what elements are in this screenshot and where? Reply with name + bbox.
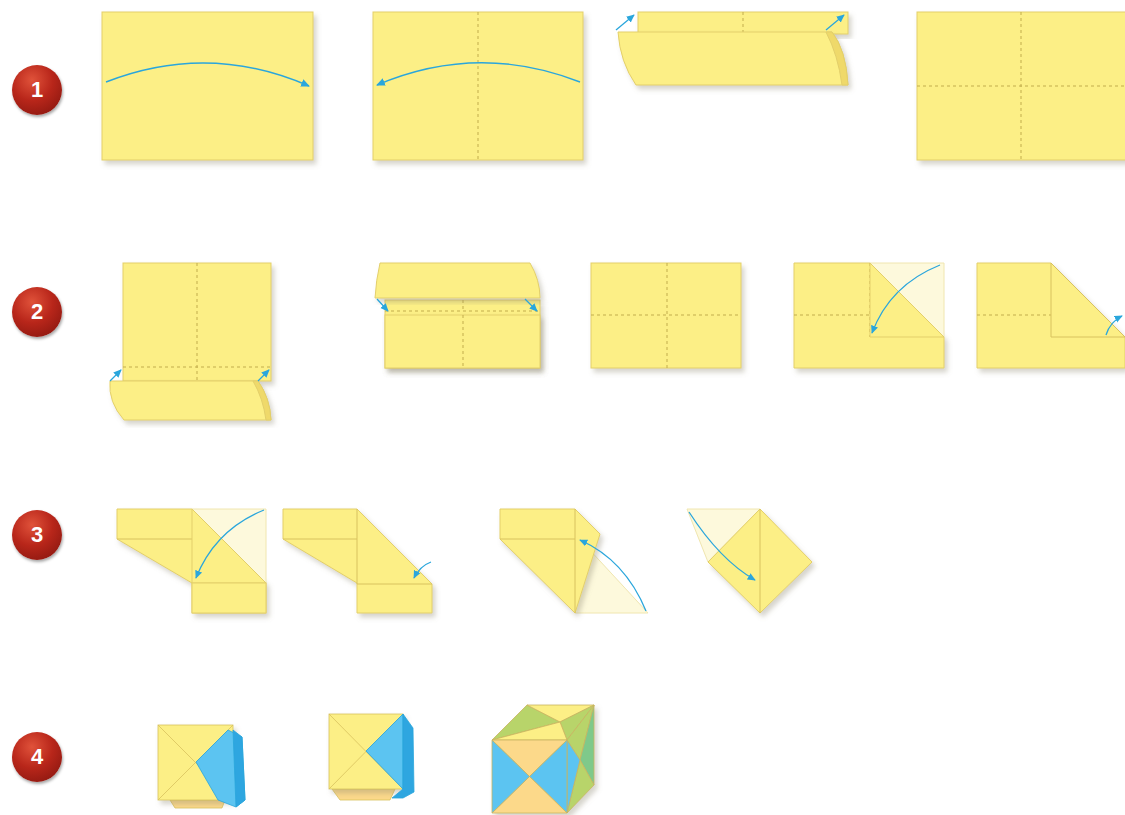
cube-assembly-part [329,714,403,789]
folded-sheet-part [258,370,269,381]
creased-sheet-part [917,12,1125,160]
step-number: 2 [31,301,43,323]
diagonal-fold-part [117,539,192,540]
diamond-fold-part [708,509,812,613]
diagonal-fold-part [500,509,600,613]
cube-assembly-part [196,730,245,807]
step-number-badge: 3 [12,510,62,560]
folded-sheet [375,263,540,368]
folded-sheet-part [385,311,540,312]
corner-fold [977,263,1125,368]
creased-rectangle-part [591,315,741,316]
diagonal-fold-part [117,509,266,613]
cube-assembly-part [233,730,245,807]
finished-cube-part [492,740,530,813]
creased-rectangle [591,263,741,368]
corner-fold-part [977,263,1125,368]
folded-sheet-part [385,315,540,368]
diagonal-fold-part [500,539,575,540]
folded-strip-part [826,15,844,30]
paper-sheet-part [106,63,309,86]
cube-assembly-part [329,714,403,789]
folded-sheet-part [377,299,388,311]
creased-sheet [917,12,1125,160]
cube-assembly [158,725,245,808]
corner-fold-part [1051,263,1125,337]
folded-strip-part [638,12,848,34]
folded-strip [616,12,848,85]
diamond-fold [687,509,812,613]
folded-sheet-part [110,381,271,420]
folded-strip-part [743,12,744,32]
diagonal-fold-part [357,584,432,585]
diagonal-fold-part [580,540,646,611]
step-number: 1 [31,79,43,101]
diagonal-fold-part [192,583,266,613]
cube-assembly-part [170,800,225,808]
corner-fold-part [794,315,870,316]
step-number-badge: 1 [12,65,62,115]
folded-strip-part [616,15,634,30]
corner-fold-part [794,263,944,368]
folded-sheet-part [110,370,121,381]
folded-sheet-part [197,263,198,381]
diagonal-fold-part [283,539,357,540]
diamond-fold-part [760,509,761,613]
folded-sheet [110,263,271,420]
diagonal-fold-part [192,509,266,583]
step-number-badge: 2 [12,287,62,337]
folded-sheet-part [463,315,464,368]
diagonal-fold-part [575,509,576,613]
paper-sheet-part [102,12,313,160]
folded-sheet-part [385,300,540,368]
cube-assembly-part [366,714,403,789]
folded-sheet-part [525,299,537,311]
paper-sheet [102,12,313,160]
finished-cube [492,705,594,813]
diamond-fold-part [689,512,755,580]
paper-sheet-part [377,63,580,85]
folded-sheet-part [253,381,271,420]
folded-strip-part [618,32,848,85]
folded-sheet-part [123,263,271,381]
cube-assembly [329,714,414,800]
diagonal-fold [117,509,266,613]
cube-assembly-part [329,714,403,789]
finished-cube-part [492,722,567,740]
step-number: 3 [31,524,43,546]
paper-sheet-part [478,12,479,160]
corner-fold-part [870,263,944,337]
corner-fold-part [977,315,1051,316]
corner-fold-part [1106,316,1122,335]
folded-sheet-part [375,263,540,298]
paper-sheet [373,12,583,160]
cube-assembly-part [332,789,395,800]
cube-assembly-part [392,714,414,798]
paper-sheet-part [373,12,583,160]
diagonal-fold-part [192,509,266,583]
step-number-badge: 4 [12,732,62,782]
step-number: 4 [31,746,43,768]
corner-fold-part [870,263,944,337]
creased-rectangle-part [591,263,741,368]
folded-sheet-part [123,367,271,368]
corner-fold-part [872,265,940,333]
diagonal-fold [283,509,432,613]
diagonal-fold-part [414,562,431,578]
creased-rectangle-part [667,263,668,368]
diagonal-fold [500,509,648,613]
corner-fold [794,263,944,368]
diagonal-fold-part [357,509,358,584]
folded-sheet-part [463,300,464,311]
diagonal-fold-part [283,509,432,613]
diagonal-fold-part [196,510,264,578]
finished-cube-part [567,740,580,813]
folded-strip-part [826,32,848,85]
creased-sheet-part [917,86,1125,87]
